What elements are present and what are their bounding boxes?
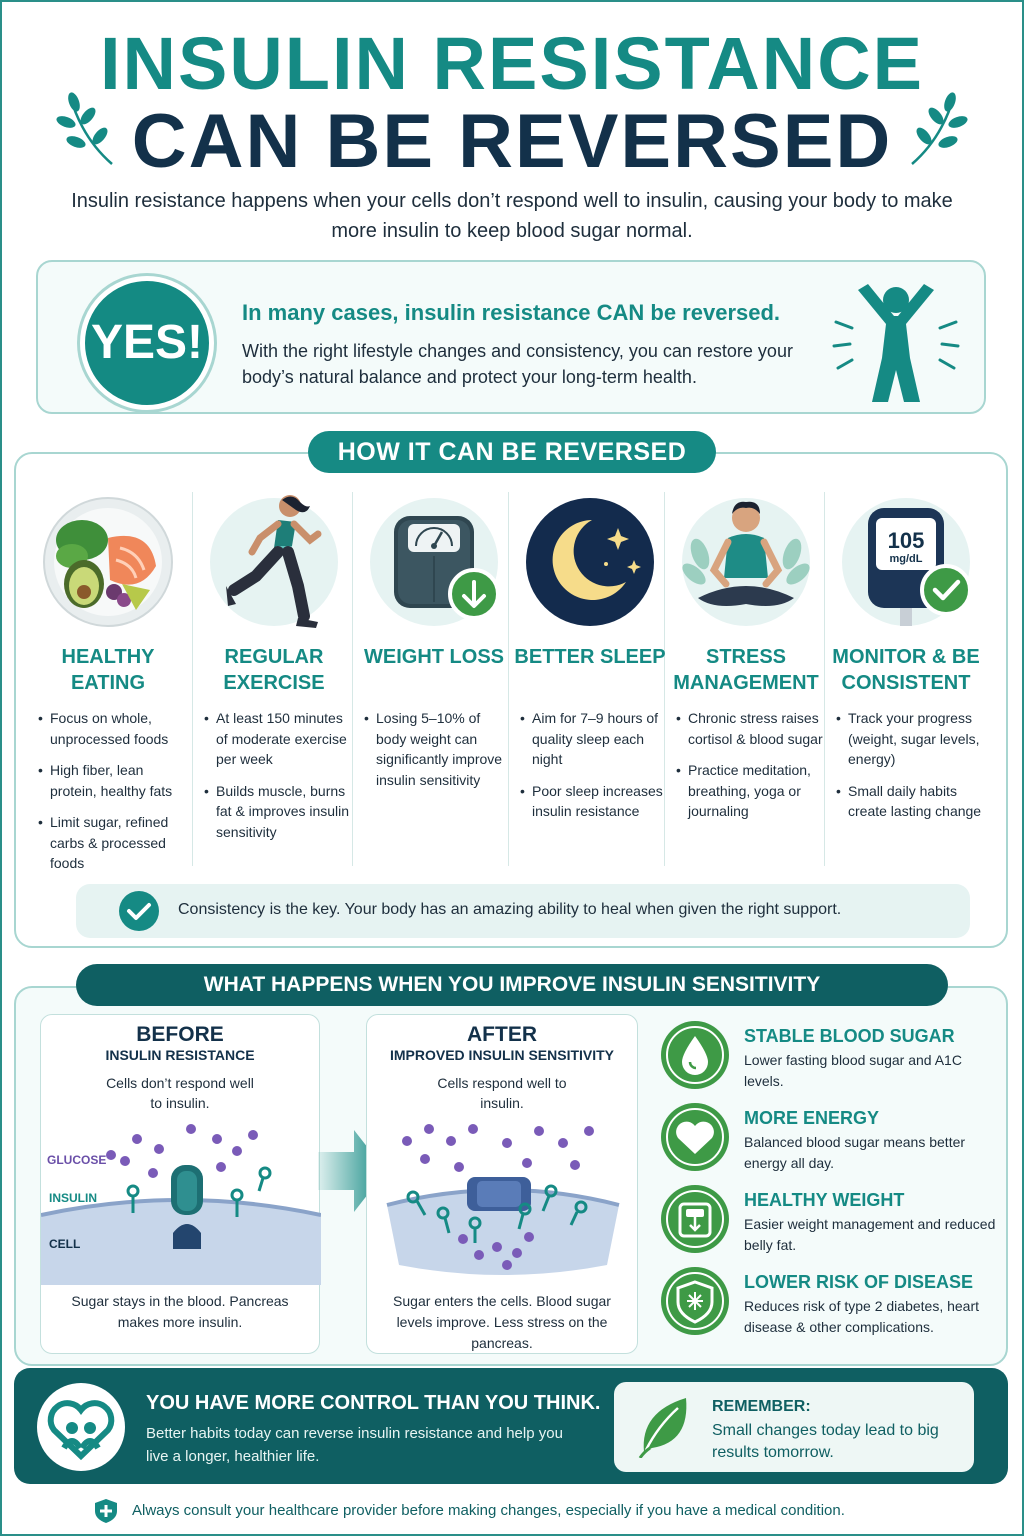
shield-icon xyxy=(661,1267,729,1335)
benefit-title: MORE ENERGY xyxy=(744,1108,880,1128)
cell-label: CELL xyxy=(49,1237,81,1251)
column-heading: HEALTHY EATING xyxy=(61,646,155,694)
check-circle-icon xyxy=(119,891,159,931)
meter-unit: mg/dL xyxy=(890,553,923,565)
how-section-title: HOW IT CAN BE REVERSED xyxy=(308,431,716,473)
column-list: Chronic stress raises cortisol & blood s… xyxy=(676,708,826,833)
glucose-label: GLUCOSE xyxy=(47,1153,107,1167)
list-item: Limit sugar, refined carbs & processed f… xyxy=(38,812,188,874)
heart-icon xyxy=(661,1103,729,1171)
column-divider xyxy=(824,492,825,866)
benefit-text: Reduces risk of type 2 diabetes, heart d… xyxy=(744,1298,980,1335)
yes-badge: YES! xyxy=(80,276,214,410)
what-section-title: WHAT HAPPENS WHEN YOU IMPROVE INSULIN SE… xyxy=(76,964,948,1006)
benefit-title: LOWER RISK OF DISEASE xyxy=(744,1272,974,1292)
moon-icon xyxy=(526,498,654,626)
column-heading: REGULAR EXERCISE xyxy=(223,646,325,694)
list-item: Losing 5–10% of body weight can signific… xyxy=(364,708,514,790)
column-list: Losing 5–10% of body weight can signific… xyxy=(364,708,514,801)
insulin-label: INSULIN xyxy=(49,1191,97,1205)
after-subheading: IMPROVED INSULIN SENSITIVITY xyxy=(389,1047,615,1063)
remember-heading: REMEMBER: xyxy=(712,1398,811,1415)
list-item: At least 150 minutes of moderate exercis… xyxy=(204,708,354,770)
meditation-icon xyxy=(682,498,810,626)
title-line-1: INSULIN RESISTANCE xyxy=(99,22,925,105)
how-column-regular-exercise: REGULAR EXERCISE At least 150 minutes of… xyxy=(194,490,354,870)
heart-family-icon xyxy=(37,1383,125,1471)
benefit-text: Easier weight management and reduced bel… xyxy=(744,1216,996,1253)
list-item: Builds muscle, burns fat & improves insu… xyxy=(204,781,354,843)
column-list: At least 150 minutes of moderate exercis… xyxy=(204,708,354,853)
column-list: Aim for 7–9 hours of quality sleep each … xyxy=(520,708,670,833)
scale-icon xyxy=(370,498,500,626)
after-description: Cells respond well to insulin. xyxy=(437,1075,567,1111)
resistant-cell-illustration xyxy=(41,1124,321,1285)
after-panel: AFTER IMPROVED INSULIN SENSITIVITY Cells… xyxy=(366,1014,638,1354)
blood-drop-icon xyxy=(661,1021,729,1089)
column-list: Track your progress (weight, sugar level… xyxy=(836,708,986,833)
benefit-text: Lower fasting blood sugar and A1C levels… xyxy=(744,1052,962,1089)
leaf-sprig-icon xyxy=(56,92,113,165)
leaf-icon xyxy=(638,1398,687,1458)
column-divider xyxy=(664,492,665,866)
how-column-weight-loss: WEIGHT LOSS Losing 5–10% of body weight … xyxy=(354,490,514,870)
yes-text: With the right lifestyle changes and con… xyxy=(242,341,793,387)
disclaimer-text: Always consult your healthcare provider … xyxy=(132,1502,845,1519)
benefit-healthy-weight: HEALTHY WEIGHT Easier weight management … xyxy=(660,1184,1000,1262)
leaf-sprig-icon xyxy=(911,92,968,165)
cheering-person-icon xyxy=(832,284,960,402)
before-panel: BEFORE INSULIN RESISTANCE Cells don’t re… xyxy=(40,1014,321,1354)
sensitive-cell-illustration xyxy=(386,1124,620,1275)
meter-reading: 105 xyxy=(888,528,925,553)
how-column-better-sleep: BETTER SLEEP Aim for 7–9 hours of qualit… xyxy=(510,490,670,870)
column-heading: MONITOR & BE CONSISTENT xyxy=(832,646,980,694)
yes-heading: In many cases, insulin resistance CAN be… xyxy=(242,300,781,325)
consistency-text: Consistency is the key. Your body has an… xyxy=(178,901,842,918)
medical-shield-icon xyxy=(95,1499,117,1523)
list-item: Poor sleep increases insulin resistance xyxy=(520,781,670,822)
column-divider xyxy=(192,492,193,866)
column-divider xyxy=(352,492,353,866)
before-footer: Sugar stays in the blood. Pancreas makes… xyxy=(71,1293,289,1330)
column-list: Focus on whole, unprocessed foods High f… xyxy=(38,708,188,885)
benefit-lower-risk: LOWER RISK OF DISEASE Reduces risk of ty… xyxy=(660,1266,1000,1344)
list-item: High fiber, lean protein, healthy fats xyxy=(38,760,188,801)
column-heading: BETTER SLEEP xyxy=(514,646,666,668)
list-item: Focus on whole, unprocessed foods xyxy=(38,708,188,749)
how-column-healthy-eating: HEALTHY EATING Focus on whole, unprocess… xyxy=(28,490,188,871)
runner-icon xyxy=(210,495,338,628)
list-item: Aim for 7–9 hours of quality sleep each … xyxy=(520,708,670,770)
how-column-monitor: 105 mg/dL MONITOR & BE CONSISTENT Track … xyxy=(826,490,986,870)
list-item: Chronic stress raises cortisol & blood s… xyxy=(676,708,826,749)
healthy-plate-icon xyxy=(43,497,173,627)
column-heading: STRESS MANAGEMENT xyxy=(673,646,819,694)
scale-icon xyxy=(661,1185,729,1253)
after-heading: AFTER xyxy=(467,1023,537,1046)
intro-text: Insulin resistance happens when your cel… xyxy=(71,190,953,242)
how-column-stress-management: STRESS MANAGEMENT Chronic stress raises … xyxy=(666,490,826,870)
column-heading: WEIGHT LOSS xyxy=(364,646,504,668)
benefit-more-energy: MORE ENERGY Balanced blood sugar means b… xyxy=(660,1102,1000,1180)
remember-text: Small changes today lead to big results … xyxy=(712,1422,939,1461)
benefit-text: Balanced blood sugar means better energy… xyxy=(744,1134,966,1171)
column-divider xyxy=(508,492,509,866)
benefit-title: HEALTHY WEIGHT xyxy=(744,1190,905,1210)
banner-text: Better habits today can reverse insulin … xyxy=(146,1425,563,1465)
before-heading: BEFORE xyxy=(136,1023,224,1046)
benefit-stable-blood-sugar: STABLE BLOOD SUGAR Lower fasting blood s… xyxy=(660,1020,1000,1098)
banner-heading: YOU HAVE MORE CONTROL THAN YOU THINK. xyxy=(146,1392,601,1414)
title-line-2: CAN BE REVERSED xyxy=(131,99,893,184)
list-item: Small daily habits create lasting change xyxy=(836,781,986,822)
consistency-callout xyxy=(76,884,970,938)
benefit-title: STABLE BLOOD SUGAR xyxy=(744,1026,955,1046)
list-item: Track your progress (weight, sugar level… xyxy=(836,708,986,770)
before-subheading: INSULIN RESISTANCE xyxy=(105,1047,255,1063)
after-footer: Sugar enters the cells. Blood sugar leve… xyxy=(393,1293,611,1351)
glucose-meter-icon: 105 mg/dL xyxy=(842,498,972,626)
before-description: Cells don’t respond well to insulin. xyxy=(106,1075,254,1111)
list-item: Practice meditation, breathing, yoga or … xyxy=(676,760,826,822)
